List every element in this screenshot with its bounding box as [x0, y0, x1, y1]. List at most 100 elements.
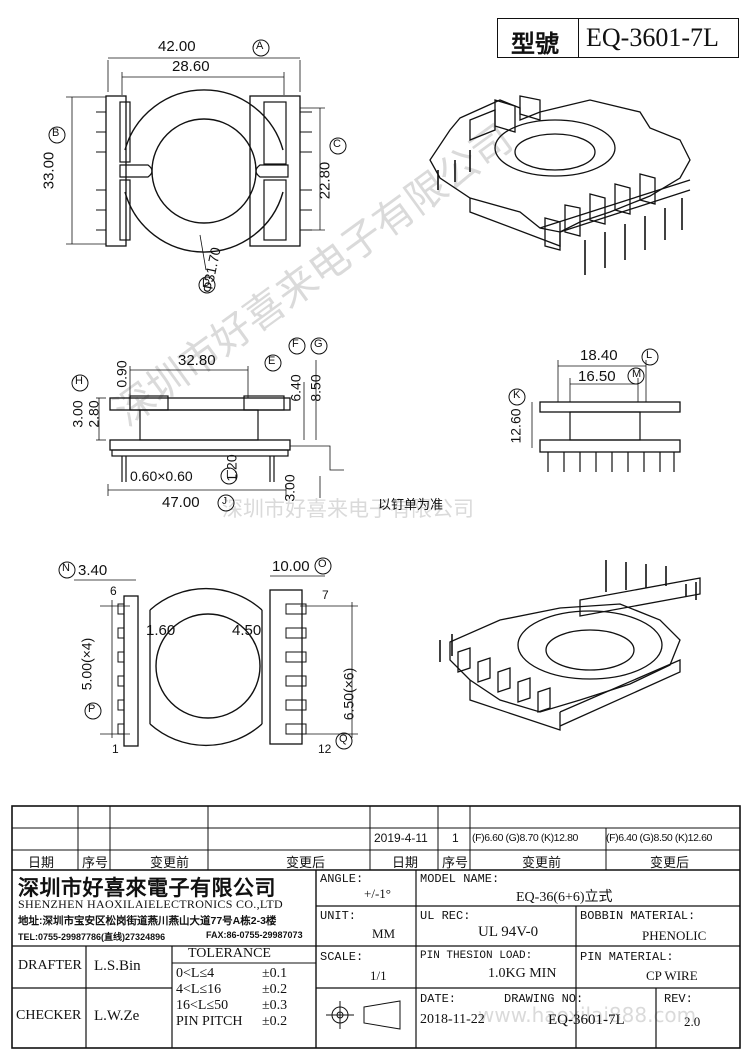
projection-symbol	[326, 1000, 401, 1030]
tolerance-row: PIN PITCH ±0.2	[176, 1014, 314, 1046]
ul-rec-label: UL REC:	[420, 909, 471, 923]
top-view	[48, 39, 347, 294]
rev-hdr-before: 变更前	[150, 855, 190, 870]
ul-rec-value: UL 94V-0	[478, 924, 539, 940]
tag-j: J	[222, 496, 227, 507]
rev-value: 2.0	[684, 1014, 701, 1029]
end-view	[508, 348, 681, 472]
tag-d: D	[202, 277, 210, 289]
tolerance-title: TOLERANCE	[188, 946, 271, 961]
tag-l: L	[646, 349, 653, 361]
pin-label-6: 6	[110, 584, 117, 598]
date-value: 2018-11-22	[420, 1012, 485, 1027]
tolerance-value: ±0.2	[262, 1014, 288, 1029]
tolerance-range: 4<L≤16	[176, 982, 222, 997]
unit-label: UNIT:	[320, 909, 357, 923]
model-value: EQ-3601-7L	[586, 23, 719, 52]
tolerance-list: 0<L≤4 ±0.1 4<L≤16 ±0.2 16<L≤50 ±0.3 PIN …	[176, 966, 314, 1046]
rev-before: (F)6.60 (G)8.70 (K)12.80	[472, 832, 578, 844]
model-name-label: MODEL NAME:	[420, 872, 500, 886]
side-note: 以钉单为准	[378, 497, 444, 512]
model-divider	[578, 19, 579, 57]
dim-450: 4.50	[232, 622, 262, 639]
drafter-label: DRAFTER	[18, 958, 82, 973]
rev-after: (F)6.40 (G)8.50 (K)12.60	[606, 832, 712, 844]
checker-label: CHECKER	[16, 1008, 82, 1023]
dim-160: 1.60	[146, 622, 176, 639]
tag-f: F	[292, 338, 299, 350]
drawing-no-value: EQ-3601-7L	[548, 1012, 625, 1028]
rev-hdr-after2: 变更后	[650, 855, 690, 870]
rev-seq: 1	[452, 831, 459, 845]
rev-hdr-date: 日期	[28, 855, 55, 870]
rev-hdr-seq: 序号	[82, 855, 109, 870]
company-fax: FAX:86-0755-29987073	[206, 930, 303, 940]
checker-value: L.W.Ze	[94, 1008, 140, 1024]
tolerance-range: 0<L≤4	[176, 966, 215, 981]
pin-load-label: PIN THESION LOAD:	[420, 950, 533, 962]
rev-hdr-before2: 变更前	[522, 855, 562, 870]
rev-hdr-seq2: 序号	[442, 855, 469, 870]
date-label: DATE:	[420, 992, 457, 1006]
company-name-en: SHENZHEN HAOXILAIELECTRONICS CO.,LTD	[18, 897, 284, 911]
dim-1650: 16.50	[578, 368, 616, 385]
unit-value: MM	[372, 926, 396, 941]
tag-q: Q	[339, 733, 348, 745]
tag-o: O	[318, 558, 327, 570]
dim-340: 3.40	[78, 562, 108, 579]
iso-view-bottom	[439, 560, 701, 731]
tolerance-row: 4<L≤16 ±0.2	[176, 982, 314, 1006]
tag-i: I	[226, 469, 229, 480]
rev-hdr-after: 变更后	[286, 855, 326, 870]
dim-1000: 10.00	[272, 558, 310, 575]
dim-4700: 47.00	[162, 494, 200, 511]
angle-label: ANGLE:	[320, 872, 364, 886]
tag-n: N	[62, 562, 70, 574]
rev-date: 2019-4-11	[374, 831, 428, 845]
side-view	[71, 337, 344, 512]
tolerance-row: 16<L≤50 ±0.3	[176, 998, 314, 1026]
rev-hdr-date2: 日期	[392, 855, 419, 870]
pin-label-12: 12	[318, 742, 332, 756]
tag-e: E	[268, 355, 276, 367]
tolerance-value: ±0.1	[262, 966, 288, 981]
pin-label-1: 1	[112, 742, 119, 756]
tolerance-range: PIN PITCH	[176, 1014, 243, 1029]
scale-label: SCALE:	[320, 950, 364, 964]
dim-060: 0.60×0.60	[130, 468, 193, 484]
pin-material-value: CP WIRE	[646, 968, 698, 983]
tolerance-row: 0<L≤4 ±0.1	[176, 966, 314, 986]
tolerance-range: 16<L≤50	[176, 998, 229, 1013]
drawing-no-label: DRAWING NO:	[504, 992, 584, 1006]
dim-2860: 28.60	[172, 58, 210, 75]
tag-b: B	[52, 127, 60, 139]
pin-load-value: 1.0KG MIN	[488, 966, 557, 981]
drawing-area	[48, 39, 701, 750]
rev-label: REV:	[664, 992, 693, 1006]
tolerance-value: ±0.2	[262, 982, 288, 997]
company-address: 地址:深圳市宝安区松岗街道燕川燕山大道77号A栋2-3楼	[18, 915, 277, 927]
tag-m: M	[632, 368, 642, 380]
iso-view-top	[429, 95, 691, 275]
company-tel: TEL:0755-29987786(直线)27324896	[18, 932, 166, 942]
model-label: 型號	[511, 32, 559, 58]
pin-label-7: 7	[322, 588, 329, 602]
dim-3280: 32.80	[178, 352, 216, 369]
tag-g: G	[314, 338, 323, 350]
pin-material-label: PIN MATERIAL:	[580, 950, 674, 964]
company-name-cn: 深圳市好喜來電子有限公司	[18, 876, 276, 900]
drafter-value: L.S.Bin	[94, 958, 141, 974]
bobbin-material-label: BOBBIN MATERIAL:	[580, 909, 696, 923]
scale-value: 1/1	[370, 968, 387, 983]
tag-a: A	[256, 40, 264, 52]
model-name-value: EQ-36(6+6)立式	[516, 890, 613, 905]
tag-c: C	[333, 138, 341, 150]
tag-k: K	[513, 389, 521, 401]
tolerance-value: ±0.3	[262, 998, 288, 1013]
bobbin-material-value: PHENOLIC	[642, 928, 707, 943]
tag-p: P	[88, 703, 96, 715]
bottom-view	[58, 557, 358, 750]
dim-1840: 18.40	[580, 347, 618, 364]
dim-42: 42.00	[158, 38, 196, 55]
